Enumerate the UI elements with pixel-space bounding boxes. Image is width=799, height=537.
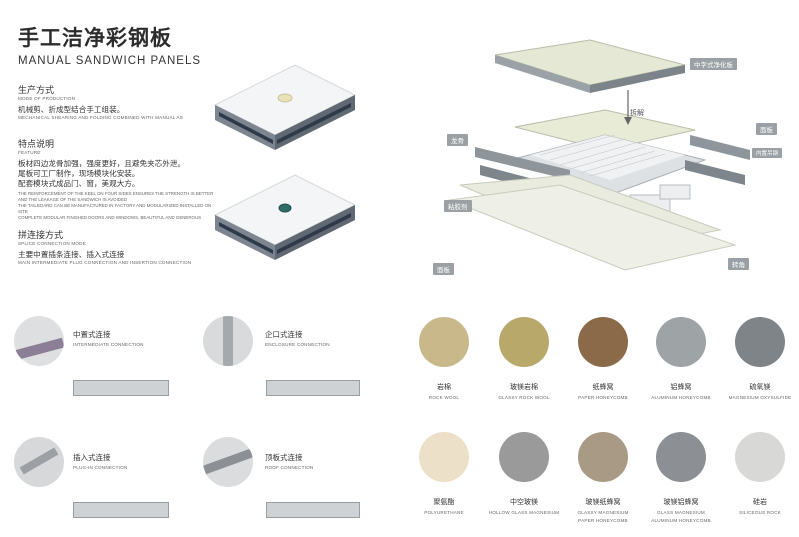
material-label-en: GLASSY ROCK WOOL xyxy=(498,395,550,400)
feature-section: 特点说明 FEATURE 板材四边龙骨加强，强度更好，且避免夹芯外泄。 尾板可工… xyxy=(18,137,218,221)
feature-line-3: 配套模块式成品门、窗，美观大方。 xyxy=(18,179,140,188)
material-label: 铝蜂窝 xyxy=(670,384,692,391)
connection-3-label: 插入式连接 xyxy=(73,453,111,462)
production-text: 机械剪、折成型结合手工组装。 xyxy=(18,105,125,114)
connection-1-strip xyxy=(73,380,169,396)
splice-heading: 拼连接方式 xyxy=(18,230,64,240)
material-swatch xyxy=(499,432,549,482)
connection-2-strip xyxy=(266,380,360,396)
tag-face-panel-bottom: 面板 xyxy=(433,263,454,275)
material-label: 聚氨酯 xyxy=(433,499,455,506)
material-label-en-2: ALUMINUM HONEYCOMB xyxy=(651,518,711,523)
material-label-en: PAPER HONEYCOMB xyxy=(578,395,628,400)
material-label: 玻镁岩棉 xyxy=(510,384,538,391)
material-label: 纸蜂窝 xyxy=(592,384,614,391)
material-label-en-2: PAPER HONEYCOMB xyxy=(578,518,628,523)
material-label-en: HOLLOW GLASS MAGNESIUM xyxy=(488,510,560,515)
connection-thumb-1 xyxy=(14,316,64,366)
material-label: 玻镁纸蜂窝 xyxy=(585,499,621,506)
tag-top-panel: 中字式净化板 xyxy=(690,58,737,70)
connection-2-label: 企口式连接 xyxy=(265,330,303,339)
tag-built-in-keel: 内置吊钢 xyxy=(752,148,783,158)
feature-heading-en: FEATURE xyxy=(18,150,41,155)
feature-line-1: 板材四边龙骨加强，强度更好，且避免夹芯外泄。 xyxy=(18,159,186,168)
material-label: 玻镁铝蜂窝 xyxy=(663,499,699,506)
connection-3-label-en: PLUG-IN CONNECTION xyxy=(73,465,128,470)
connection-4-label: 顶板式连接 xyxy=(265,453,303,462)
connection-3-strip xyxy=(73,502,169,518)
panel-image-2 xyxy=(213,174,357,260)
feature-heading: 特点说明 xyxy=(18,139,55,149)
exploded-diagram xyxy=(448,39,750,271)
material-label-en: SILICEOUS ROCK xyxy=(739,510,781,515)
material-label: 硫氧镁 xyxy=(749,384,771,391)
feature-line-en-3: COMPLETE MODULAR FINISHED DOORS AND WIND… xyxy=(18,215,202,220)
connection-thumb-2 xyxy=(203,316,253,366)
connection-1-label: 中置式连接 xyxy=(73,330,111,339)
connection-4-label-en: ROOF CONNECTION xyxy=(265,465,314,470)
material-swatch xyxy=(578,432,628,482)
material-swatch xyxy=(419,317,469,367)
production-text-en: MECHANICAL SHEARING AND FOLDING COMBINED… xyxy=(18,115,184,120)
production-section: 生产方式 MODE OF PRODUCTION 机械剪、折成型结合手工组装。 M… xyxy=(18,83,218,120)
page-subtitle: MANUAL SANDWICH PANELS xyxy=(18,55,202,67)
feature-line-en-1: THE REINFORCEMENT OF THE KEEL ON FOUR SI… xyxy=(18,191,214,202)
connection-thumb-3 xyxy=(14,437,64,487)
connection-2-label-en: ENCLOSURE CONNECTION xyxy=(265,342,330,347)
tag-corner: 转角 xyxy=(728,258,749,270)
material-label-en: ALUMINUM HONEYCOMB xyxy=(651,395,711,400)
material-label: 岩棉 xyxy=(437,384,451,391)
material-label-en: GLASS MAGNESIUM xyxy=(657,510,705,515)
splice-heading-en: SPLICE CONNECTION MODE xyxy=(18,241,86,246)
splice-section: 拼连接方式 SPLICE CONNECTION MODE 主要中置插条连接、插入… xyxy=(18,228,228,265)
splice-text: 主要中置插条连接、插入式连接 xyxy=(18,250,125,259)
material-label: 硅岩 xyxy=(753,499,767,506)
material-swatch xyxy=(656,317,706,367)
material-label-en: MAGNESIUM OXYSULFIDE xyxy=(728,395,792,400)
splice-text-en: MAIN INTERMEDIATE PLUG CONNECTION AND IN… xyxy=(18,260,192,265)
material-swatch xyxy=(656,432,706,482)
material-swatch xyxy=(419,432,469,482)
tag-keel: 龙骨 xyxy=(447,134,468,146)
feature-line-2: 尾板可工厂制作，现场模块化安装。 xyxy=(18,169,140,178)
material-label: 中空玻镁 xyxy=(510,499,538,506)
material-label-en: POLYURETHANE xyxy=(424,510,464,515)
tag-disassembly: 拆解 xyxy=(630,110,644,117)
feature-line-en-2: THE TAILBOARD CAN BE MANUFACTURED IN FAC… xyxy=(18,203,212,214)
connection-thumb-4 xyxy=(203,437,253,487)
connection-4-strip xyxy=(266,502,360,518)
material-swatch xyxy=(735,432,785,482)
material-label-en: ROCK WOOL xyxy=(428,395,460,400)
material-swatch xyxy=(499,317,549,367)
material-swatch xyxy=(578,317,628,367)
panel-image-1 xyxy=(213,64,357,150)
production-heading: 生产方式 xyxy=(18,85,55,95)
material-label-en: GLASSY MAGNESIUM xyxy=(577,510,629,515)
tag-adhesive: 粘胶剂 xyxy=(444,200,472,212)
page-title: 手工洁净彩钢板 xyxy=(18,27,172,50)
production-heading-en: MODE OF PRODUCTION xyxy=(18,96,76,101)
connection-1-label-en: INTERMEDIATE CONNECTION xyxy=(73,342,144,347)
tag-face-panel-right: 面板 xyxy=(756,123,777,135)
material-swatch xyxy=(735,317,785,367)
